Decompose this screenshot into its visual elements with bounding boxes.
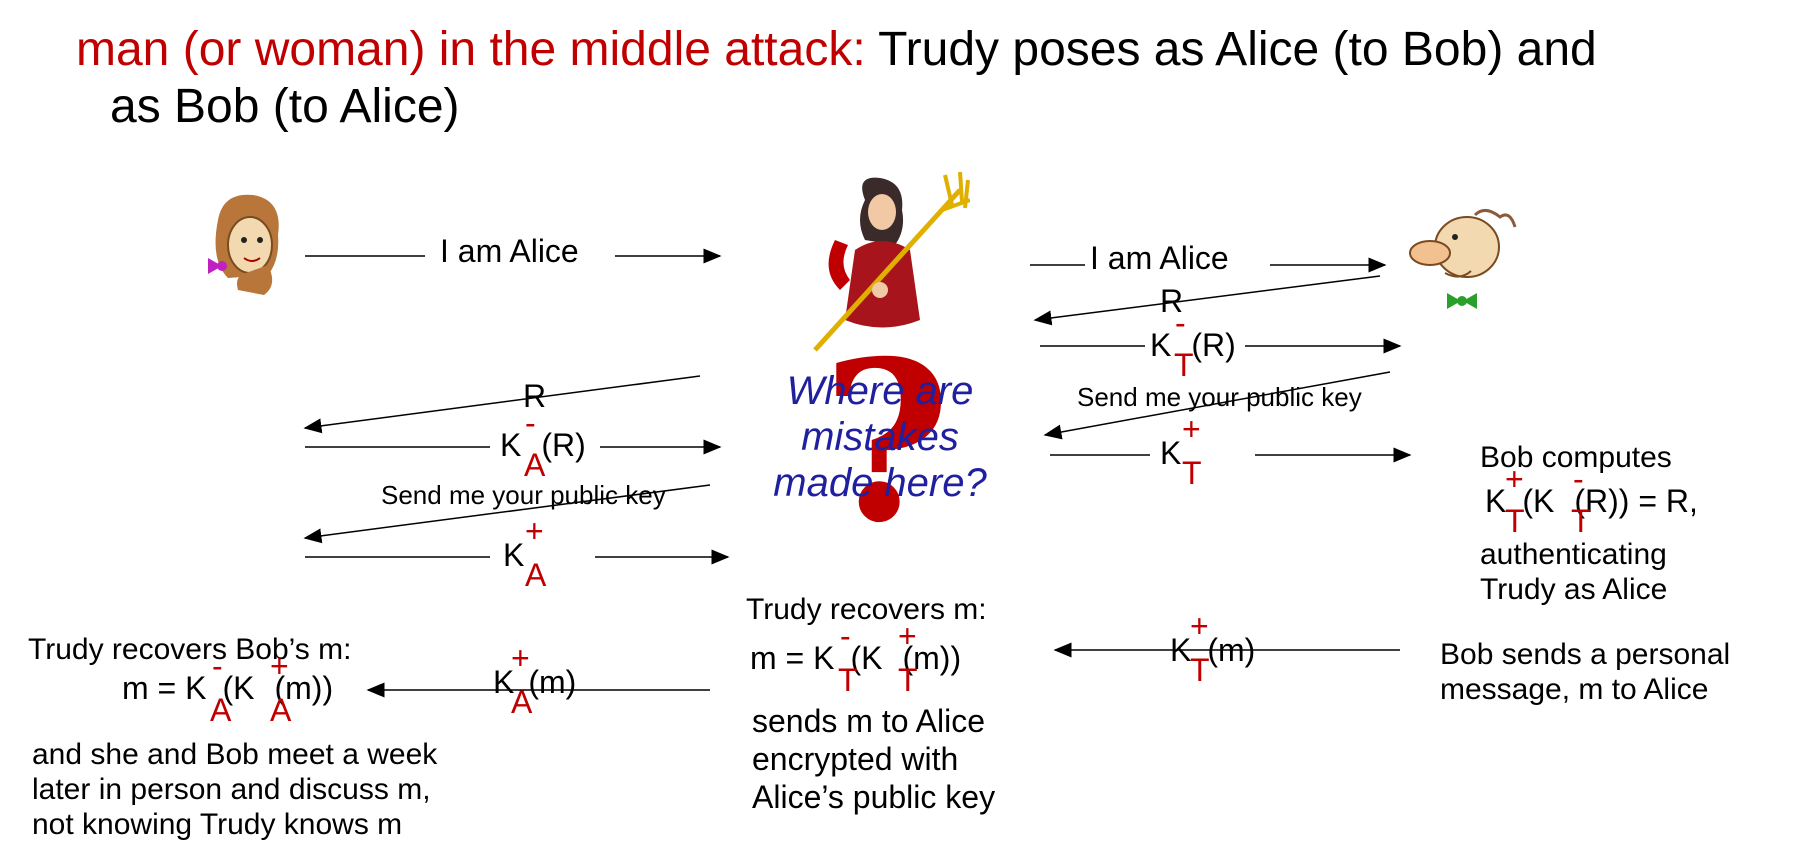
bob-computes-line3: authenticating: [1480, 538, 1667, 571]
eq-mid: (K: [222, 670, 255, 706]
key-letter: K: [503, 537, 525, 573]
left-nonce: R: [523, 378, 547, 414]
subscript-t: T: [898, 662, 918, 698]
title-line1: Trudy poses as Alice (to Bob) and: [878, 23, 1597, 76]
attack-name: man (or woman) in the middle attack:: [76, 23, 866, 76]
trudy-recovers-bob: Trudy recovers Bob’s m:: [28, 633, 352, 666]
eq-end: (R)) = R,: [1574, 483, 1698, 519]
eq-end: (m)): [274, 670, 334, 706]
sends-line3: Alice’s public key: [752, 779, 996, 815]
bob-computes-line1: Bob computes: [1480, 441, 1672, 474]
subscript-t: T: [1190, 652, 1210, 688]
left-equation: m = K-A(K+A(m)): [122, 648, 334, 728]
plus-sign: +: [525, 513, 544, 549]
mistakes-question: Where are mistakes made here?: [773, 369, 987, 505]
signed-r: (R): [1191, 327, 1236, 363]
right-nonce: R: [1160, 283, 1184, 319]
cipher-end: (m): [528, 664, 577, 700]
subscript-a: A: [210, 692, 232, 728]
left-signed-nonce: K- A(R): [500, 405, 586, 483]
right-send-key: Send me your public key: [1077, 382, 1362, 412]
subscript-t: T: [1505, 503, 1525, 539]
subscript-t: T: [1571, 503, 1591, 539]
bob-cipher: K+ T(m): [1170, 608, 1256, 688]
plus-sign: +: [1505, 461, 1524, 497]
minus-sign: -: [840, 618, 851, 654]
subscript-a: A: [525, 557, 547, 593]
subscript-t: T: [838, 662, 858, 698]
right-public-key: K+ T: [1160, 411, 1202, 491]
question-mark-icon: ?: [822, 312, 951, 571]
page-title: man (or woman) in the middle attack: Tru…: [76, 22, 1776, 135]
eq-prefix: m = K: [750, 640, 835, 676]
subscript-t: T: [1174, 347, 1194, 383]
key-letter: K: [1160, 435, 1182, 471]
key-letter: K: [493, 664, 515, 700]
alice-cipher: K+ A(m): [493, 640, 577, 720]
plus-sign: +: [270, 648, 289, 684]
title-line2: as Bob (to Alice): [110, 79, 460, 133]
key-letter: K: [1170, 632, 1192, 668]
left-note-line2: later in person and discuss m,: [32, 773, 431, 806]
eq-mid: (K: [1522, 483, 1555, 519]
bob-computes-equation: K+T(K-T(R)) = R,: [1485, 461, 1698, 539]
arrow-left-nonce: [303, 375, 701, 434]
sends-line2: encrypted with: [752, 741, 959, 777]
left-public-key: K+ A: [503, 513, 546, 593]
alice-icon: [208, 194, 279, 295]
bob-message-line1: Bob sends a personal: [1440, 638, 1731, 671]
arrow-right-nonce: [1033, 275, 1381, 326]
right-iam-alice: I am Alice: [1090, 240, 1229, 276]
subscript-t: T: [1182, 455, 1202, 491]
right-signed-nonce: K- T(R): [1150, 305, 1236, 383]
subscript-a: A: [511, 684, 533, 720]
plus-sign: +: [511, 640, 530, 676]
left-note-line1: and she and Bob meet a week: [32, 738, 438, 771]
bob-icon: [1409, 209, 1517, 309]
minus-sign: -: [212, 648, 223, 684]
eq-end: (m)): [902, 640, 962, 676]
minus-sign: -: [1175, 305, 1186, 341]
eq-mid: (K: [850, 640, 883, 676]
trudy-equation: m = K-T(K+T(m)): [750, 618, 962, 698]
sends-line1: sends m to Alice: [752, 703, 985, 739]
left-note-line3: not knowing Trudy knows m: [32, 808, 403, 841]
arrow-left-sendkey: [303, 484, 711, 544]
bob-computes-line4: Trudy as Alice: [1480, 573, 1668, 606]
arrow-right-sendkey: [1043, 371, 1391, 440]
key-letter: K: [1150, 327, 1172, 363]
subscript-a: A: [524, 447, 546, 483]
minus-sign: -: [1573, 461, 1584, 497]
eq-prefix: m = K: [122, 670, 207, 706]
bob-message-line2: message, m to Alice: [1440, 673, 1709, 706]
subscript-a: A: [270, 692, 292, 728]
plus-sign: +: [898, 618, 917, 654]
trudy-devil-icon: [813, 171, 970, 352]
left-iam-alice: I am Alice: [440, 233, 579, 269]
left-send-key: Send me your public key: [381, 480, 666, 510]
trudy-recovers: Trudy recovers m:: [746, 593, 987, 626]
plus-sign: +: [1190, 608, 1209, 644]
key-letter: K: [500, 427, 522, 463]
signed-r: (R): [541, 427, 586, 463]
plus-sign: +: [1182, 411, 1201, 447]
minus-sign: -: [525, 405, 536, 441]
key-letter: K: [1485, 483, 1507, 519]
cipher-end: (m): [1207, 632, 1256, 668]
